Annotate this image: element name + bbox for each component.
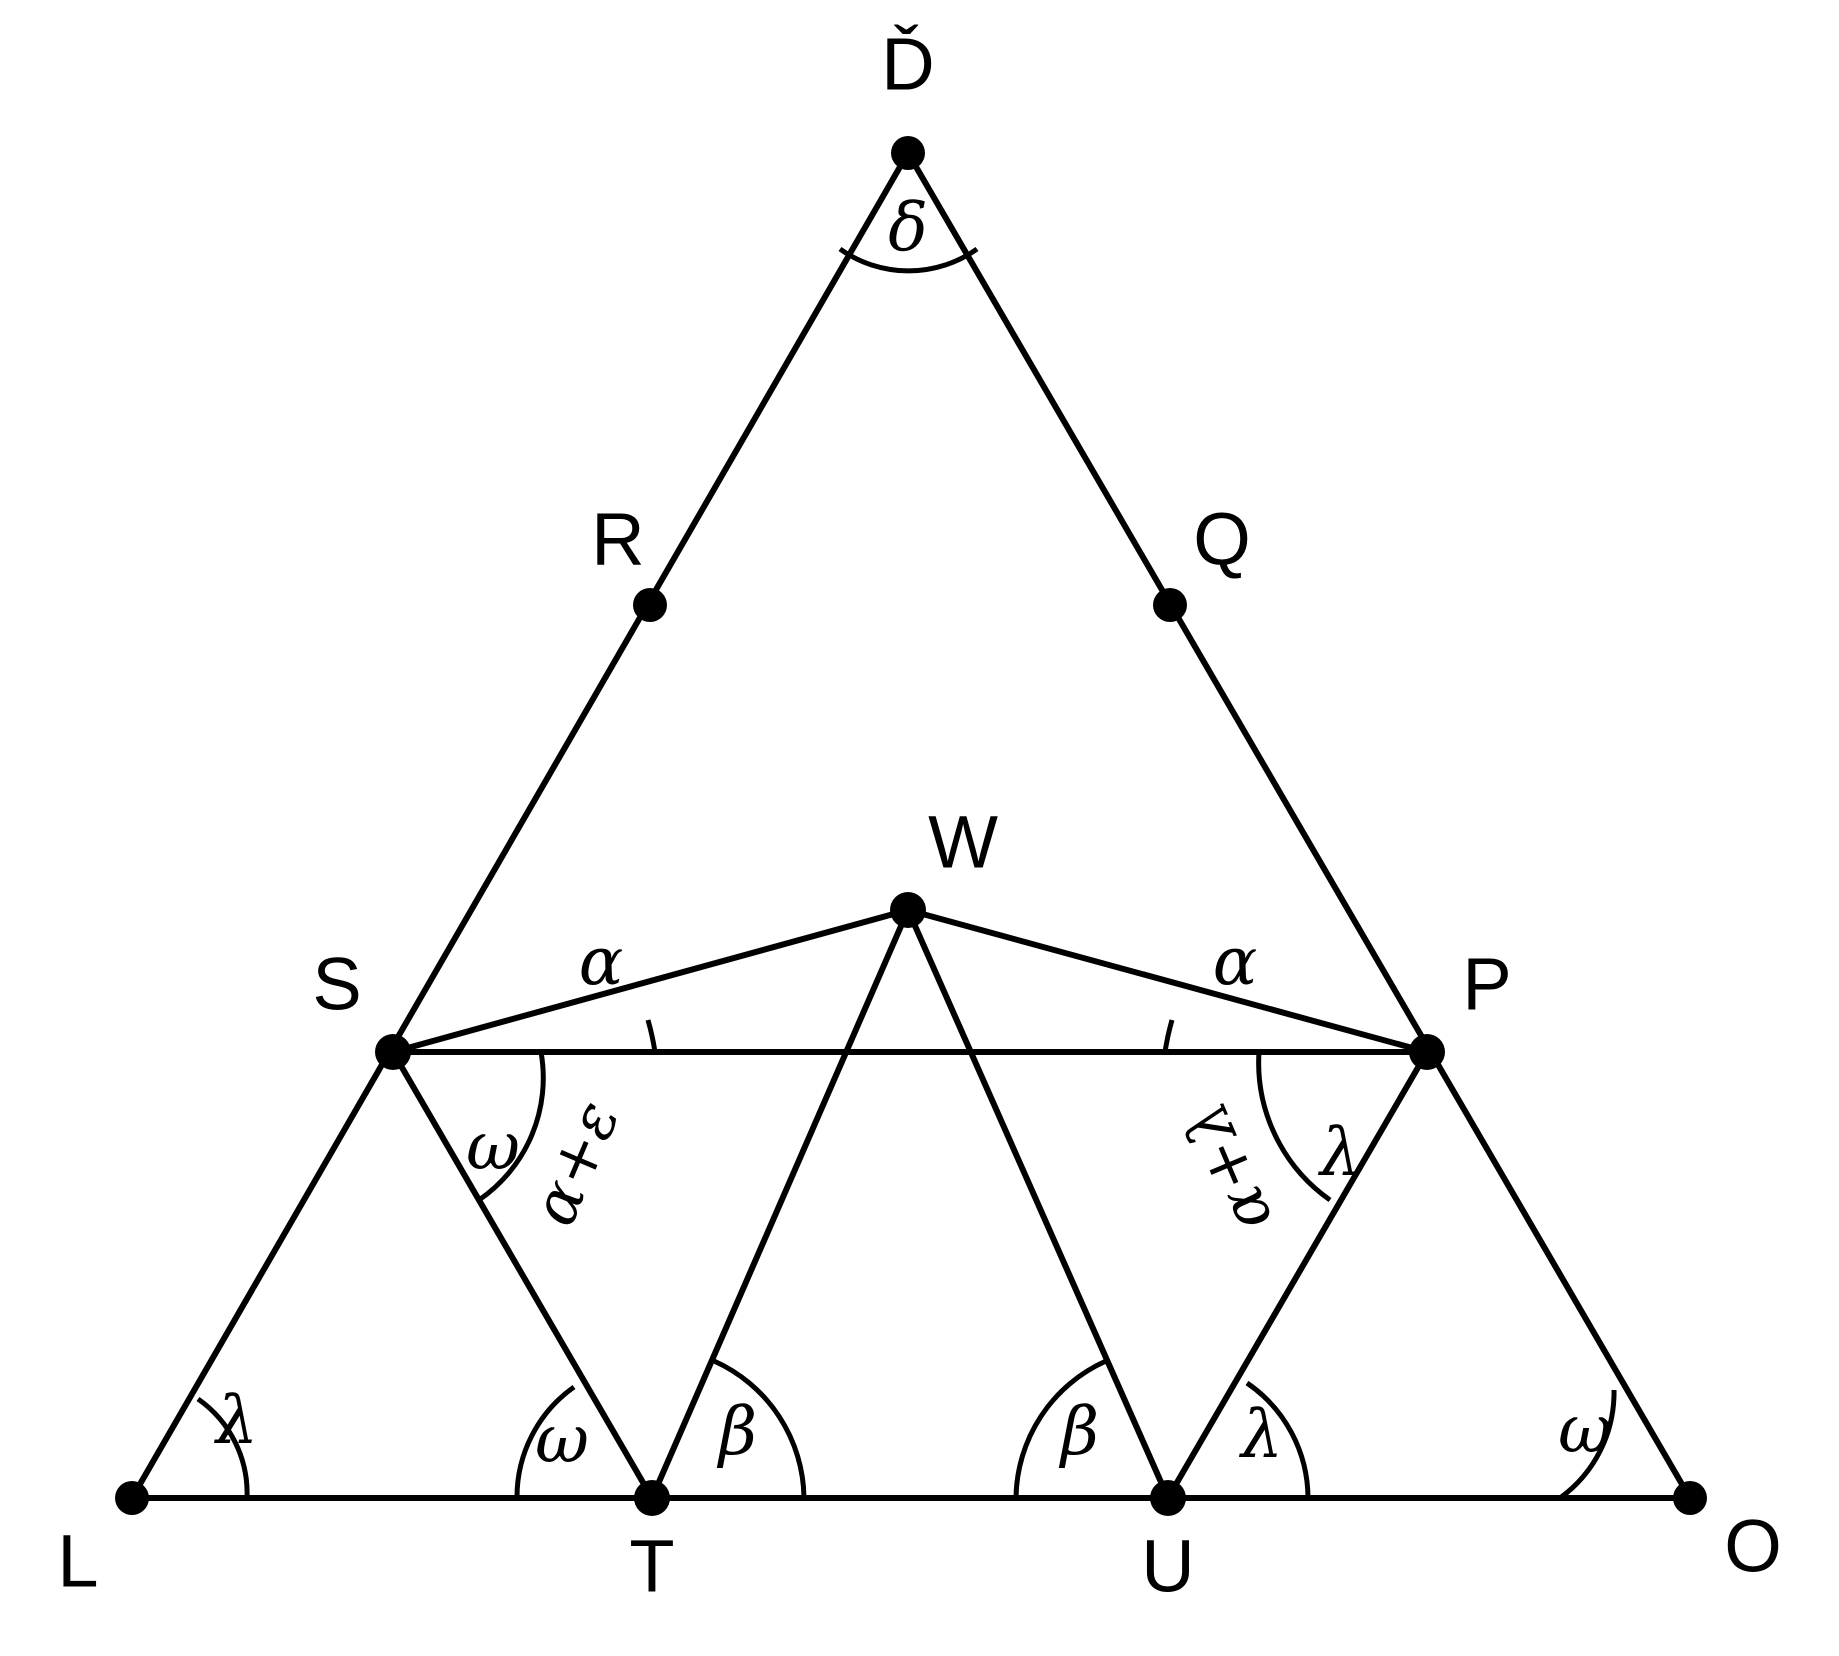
angle-label-lambda-at-u: λ bbox=[1238, 1396, 1283, 1473]
point-labels-group: Ď L O R Q S P T U W bbox=[57, 23, 1781, 1608]
segment-cevian-s-t bbox=[390, 1049, 655, 1501]
vertex-dot-w bbox=[890, 892, 926, 928]
angle-label-alpha-at-s: α bbox=[579, 923, 624, 1000]
angle-label-beta-at-t: β bbox=[716, 1393, 757, 1470]
arc-lambda-at-l bbox=[196, 1396, 250, 1499]
vertex-dot-apex bbox=[891, 136, 925, 170]
segment-spoke-w-s bbox=[390, 907, 911, 1055]
angle-label-omega-at-t: ω bbox=[535, 1401, 589, 1478]
angle-label-sum-alpha-epsilon: α+ε bbox=[517, 1090, 634, 1236]
point-label-right: O bbox=[1724, 1505, 1782, 1588]
point-label-r: R bbox=[591, 498, 644, 581]
segment-side-apex-right bbox=[905, 150, 1693, 1501]
arc-lambda-at-u bbox=[1245, 1380, 1311, 1499]
point-label-left: L bbox=[57, 1520, 98, 1603]
arc-omega-at-t bbox=[514, 1384, 576, 1499]
point-label-s: S bbox=[312, 943, 361, 1026]
angle-label-alpha-at-p: α bbox=[1213, 923, 1258, 1000]
vertex-dot-r bbox=[633, 588, 667, 622]
arc-beta-at-u bbox=[1013, 1358, 1108, 1499]
arc-alpha-at-p bbox=[1162, 1019, 1175, 1053]
vertex-dot-s bbox=[375, 1034, 411, 1070]
point-label-w: W bbox=[928, 801, 998, 884]
arc-omega-at-o bbox=[1558, 1389, 1617, 1501]
segment-spoke-w-p bbox=[905, 907, 1430, 1055]
point-label-q: Q bbox=[1193, 498, 1251, 581]
vertex-dots-group bbox=[115, 136, 1707, 1516]
arc-delta-at-apex bbox=[838, 246, 979, 274]
vertex-dot-t bbox=[634, 1480, 670, 1516]
angle-labels-group: δ λ ω α ω α λ ω β β λ α+ε α+λ bbox=[213, 189, 1612, 1478]
vertex-dot-p bbox=[1409, 1034, 1445, 1070]
segment-spoke-w-u bbox=[905, 907, 1171, 1501]
angle-label-delta-at-apex: δ bbox=[888, 189, 928, 266]
point-label-p: P bbox=[1462, 943, 1511, 1026]
angle-label-beta-at-u: β bbox=[1058, 1393, 1099, 1470]
segment-cevian-p-u bbox=[1165, 1049, 1430, 1501]
arc-omega-at-s bbox=[477, 1051, 546, 1203]
arc-lambda-at-p bbox=[1256, 1051, 1332, 1203]
angle-arcs-group bbox=[196, 246, 1617, 1501]
edges-group bbox=[129, 150, 1693, 1501]
arc-beta-at-t bbox=[712, 1358, 807, 1499]
vertex-dot-q bbox=[1153, 588, 1187, 622]
segment-side-left-apex bbox=[129, 150, 911, 1501]
vertex-dot-left bbox=[115, 1481, 149, 1515]
vertex-dot-u bbox=[1150, 1480, 1186, 1516]
vertex-dot-right bbox=[1673, 1481, 1707, 1515]
point-label-u: U bbox=[1141, 1525, 1194, 1608]
angle-label-lambda-at-l: λ bbox=[213, 1382, 258, 1459]
angle-label-omega-at-s: ω bbox=[466, 1108, 520, 1185]
point-label-t: T bbox=[629, 1525, 674, 1608]
segment-spoke-w-t bbox=[649, 907, 911, 1501]
point-label-apex: Ď bbox=[881, 23, 934, 106]
angle-label-omega-at-o: ω bbox=[1558, 1391, 1612, 1468]
angle-label-lambda-at-p: λ bbox=[1317, 1114, 1362, 1191]
arc-alpha-at-s bbox=[645, 1019, 658, 1053]
